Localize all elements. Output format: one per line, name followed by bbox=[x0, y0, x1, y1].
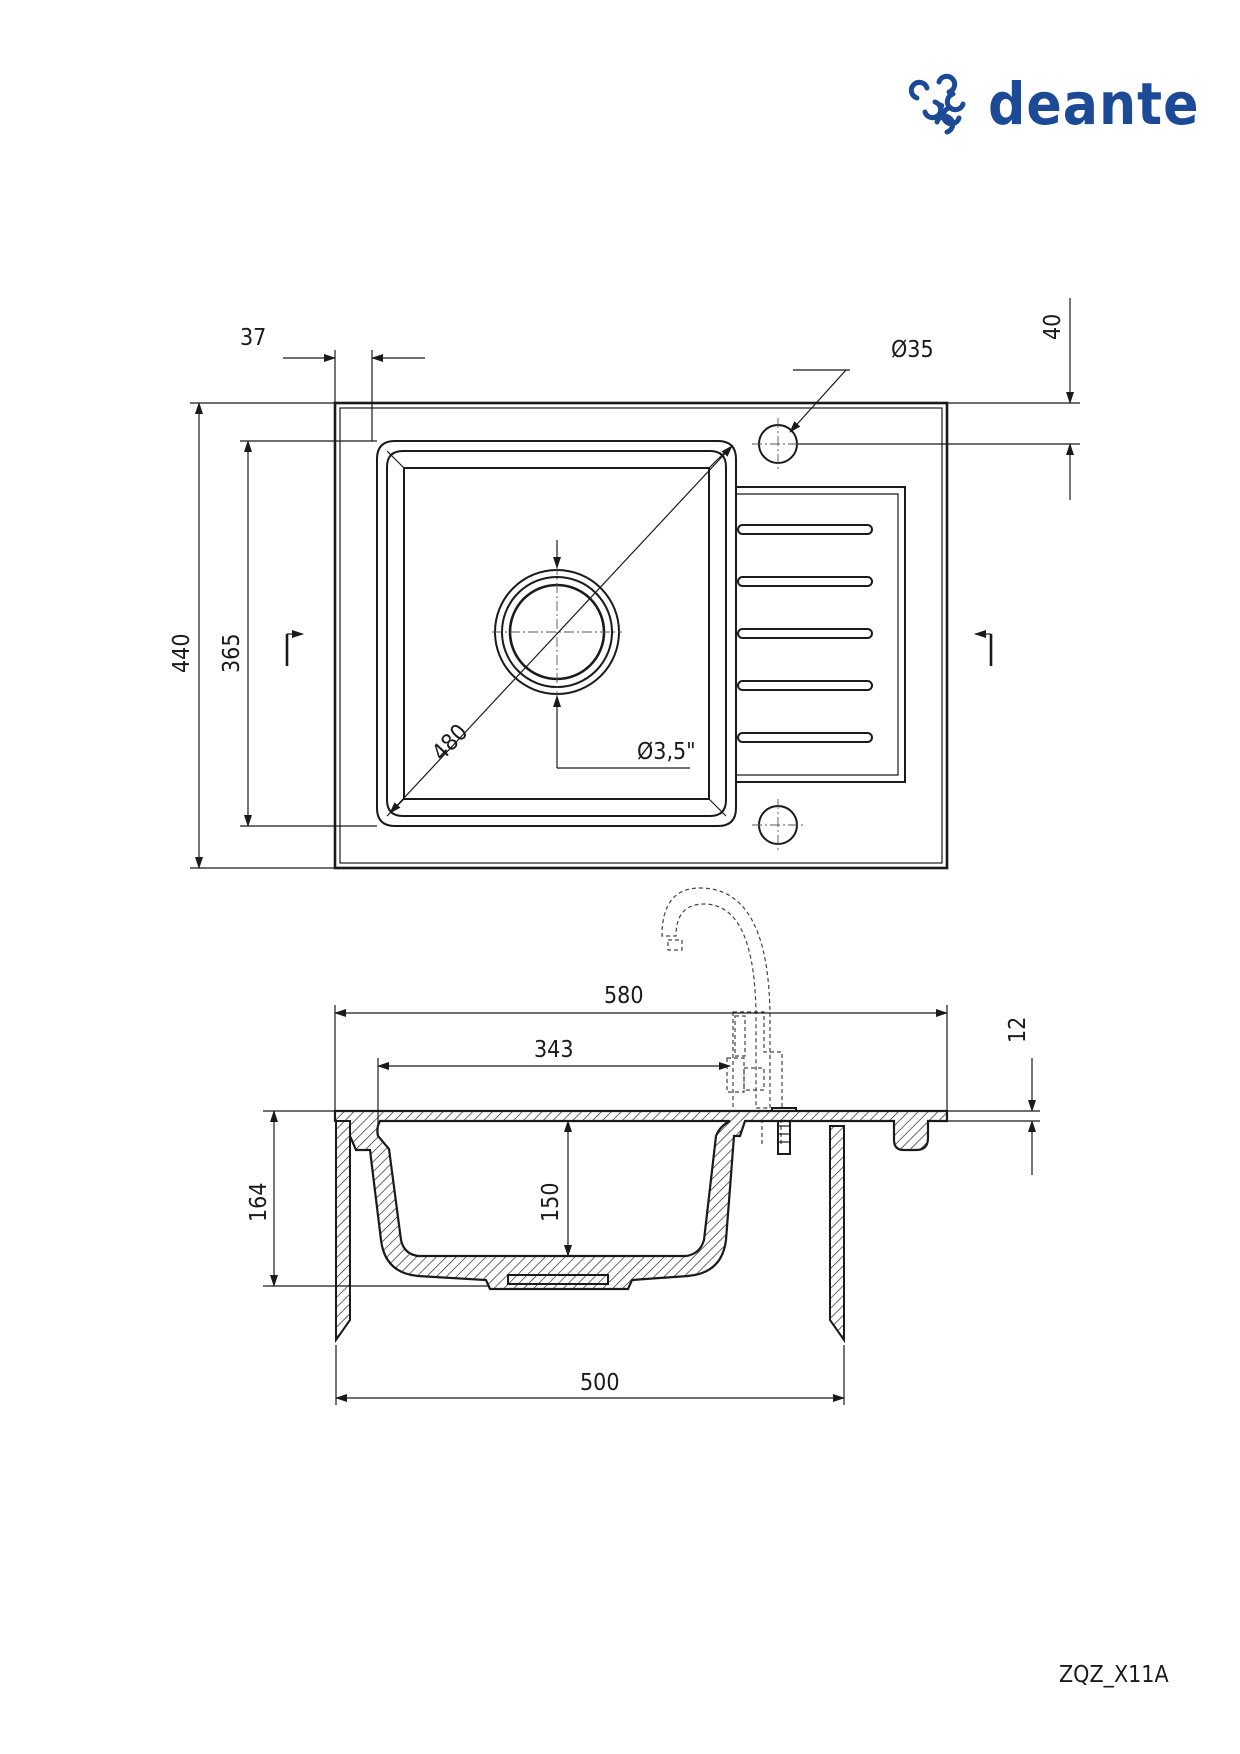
bowl-height-dimension: 150 bbox=[538, 1183, 564, 1223]
sink-section bbox=[333, 1109, 949, 1291]
section-marker-left bbox=[285, 630, 304, 666]
section-view: 580 343 12 164 150 500 bbox=[246, 887, 1040, 1405]
rim-thickness-dimension: 12 bbox=[1005, 1017, 1031, 1043]
tap-hole-top bbox=[752, 418, 804, 470]
top-view: 480 Ø3,5" Ø35 37 40 440 365 bbox=[169, 298, 1080, 870]
rim-offset-dimension: 37 bbox=[240, 325, 266, 351]
section-drain bbox=[507, 1274, 609, 1285]
overall-depth-dimension: 440 bbox=[169, 634, 195, 674]
drainboard bbox=[736, 486, 906, 783]
overall-width-dimension: 580 bbox=[604, 983, 644, 1009]
cabinet-wall-right bbox=[829, 1125, 845, 1344]
bowl-diagonal-dimension: 480 bbox=[427, 719, 473, 766]
cabinet-width-dimension: 500 bbox=[580, 1370, 620, 1396]
drawing-code: ZQZ_X11A bbox=[1059, 1662, 1169, 1688]
drain-diameter-dimension: Ø3,5" bbox=[637, 739, 696, 765]
brand-logo: deante bbox=[908, 70, 1199, 138]
bowl-width-dimension: 343 bbox=[534, 1037, 574, 1063]
section-marker-right bbox=[974, 630, 993, 666]
deante-swirl-logo-icon bbox=[908, 73, 966, 135]
faucet-outline bbox=[661, 887, 783, 1145]
drainboard-ribs bbox=[737, 524, 873, 743]
overall-height-dimension: 164 bbox=[246, 1183, 272, 1223]
tap-hole-bottom bbox=[752, 799, 804, 851]
sink-outer-rim bbox=[333, 401, 949, 870]
tap-hole-diameter-dimension: Ø35 bbox=[891, 337, 934, 363]
tap-hole-offset-dimension: 40 bbox=[1040, 314, 1066, 340]
sink-outer-rim-inner-edge bbox=[339, 407, 943, 864]
cabinet-wall-left bbox=[335, 1120, 351, 1344]
bowl-depth-dimension: 365 bbox=[219, 634, 245, 674]
bowl-diagonal-dimension-line bbox=[389, 445, 733, 814]
brand-name: deante bbox=[988, 70, 1199, 138]
